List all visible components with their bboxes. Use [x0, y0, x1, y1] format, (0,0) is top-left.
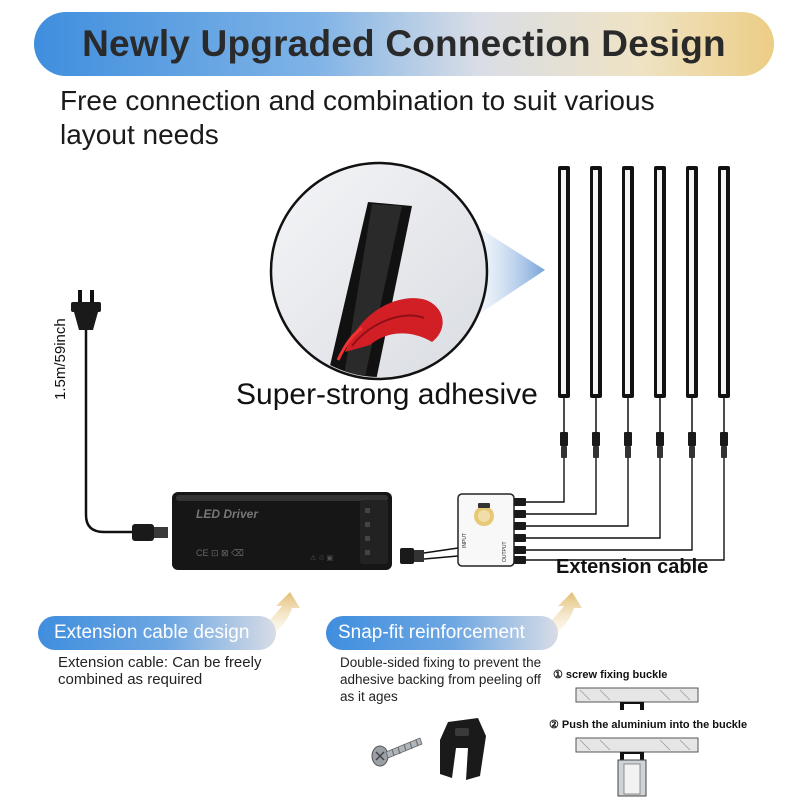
step1-diagram	[575, 687, 699, 710]
power-cord	[84, 330, 136, 534]
step2-label: ② Push the aluminium into the buckle	[549, 719, 748, 731]
hub-port	[514, 510, 526, 518]
extension-cable-label: Extension cable	[556, 556, 709, 578]
driver-label: LED Driver	[196, 507, 259, 521]
light-bar	[558, 166, 570, 458]
extension-cable-description: Extension cable: Can be freely combined …	[58, 654, 262, 688]
light-bars	[558, 166, 730, 458]
hub-input-label: INPUT	[462, 533, 468, 548]
distribution-hub: INPUT OUTPUT	[457, 493, 515, 567]
hub-port	[514, 534, 526, 542]
led-driver-box: LED Driver CE ⊡ ⊠ ⌫ ⚠ ♲ ▣	[172, 492, 392, 570]
subtitle: Free connection and combination to suit …	[60, 85, 655, 150]
dc-plug-icon	[132, 524, 168, 541]
hub-output-ports	[514, 498, 526, 564]
extension-cable-wire	[526, 458, 725, 561]
extension-cable-wire	[526, 458, 629, 527]
extension-cable-wire	[526, 458, 693, 551]
mounting-buckle-icon	[440, 718, 486, 780]
light-bar	[718, 166, 730, 458]
light-bar	[622, 166, 634, 458]
svg-text:⚠ ♲ ▣: ⚠ ♲ ▣	[310, 554, 333, 562]
step1-label: ① screw fixing buckle	[553, 669, 668, 681]
cable-length-label: 1.5m/59inch	[52, 318, 69, 400]
hub-port	[514, 498, 526, 506]
svg-text:CE ⊡ ⊠ ⌫: CE ⊡ ⊠ ⌫	[196, 548, 244, 558]
extension-cable-wire	[526, 458, 565, 503]
title-banner	[34, 12, 774, 76]
adhesive-label: Super-strong adhesive	[236, 378, 538, 411]
input-connector	[400, 547, 459, 564]
screw-icon	[371, 737, 423, 767]
extension-cable-design-badge: Extension cable design	[38, 616, 276, 650]
hub-port	[514, 556, 526, 564]
light-bar	[654, 166, 666, 458]
page-title: Newly Upgraded Connection Design	[82, 23, 726, 64]
extension-cable-wire	[526, 458, 661, 539]
power-plug-icon	[71, 290, 101, 330]
hub-output-label: OUTPUT	[502, 541, 508, 562]
light-bar	[590, 166, 602, 458]
snap-fit-badge: Snap-fit reinforcement	[326, 616, 558, 650]
extension-cable-wire	[526, 458, 597, 515]
light-bar	[686, 166, 698, 458]
snap-fit-description: Double-sided fixing to prevent the adhes…	[340, 655, 542, 704]
hub-port	[514, 522, 526, 530]
magnifier-beam	[470, 222, 545, 320]
extension-cables	[526, 458, 725, 561]
hub-port	[514, 546, 526, 554]
adhesive-magnifier	[269, 161, 489, 381]
step2-diagram	[575, 737, 699, 797]
